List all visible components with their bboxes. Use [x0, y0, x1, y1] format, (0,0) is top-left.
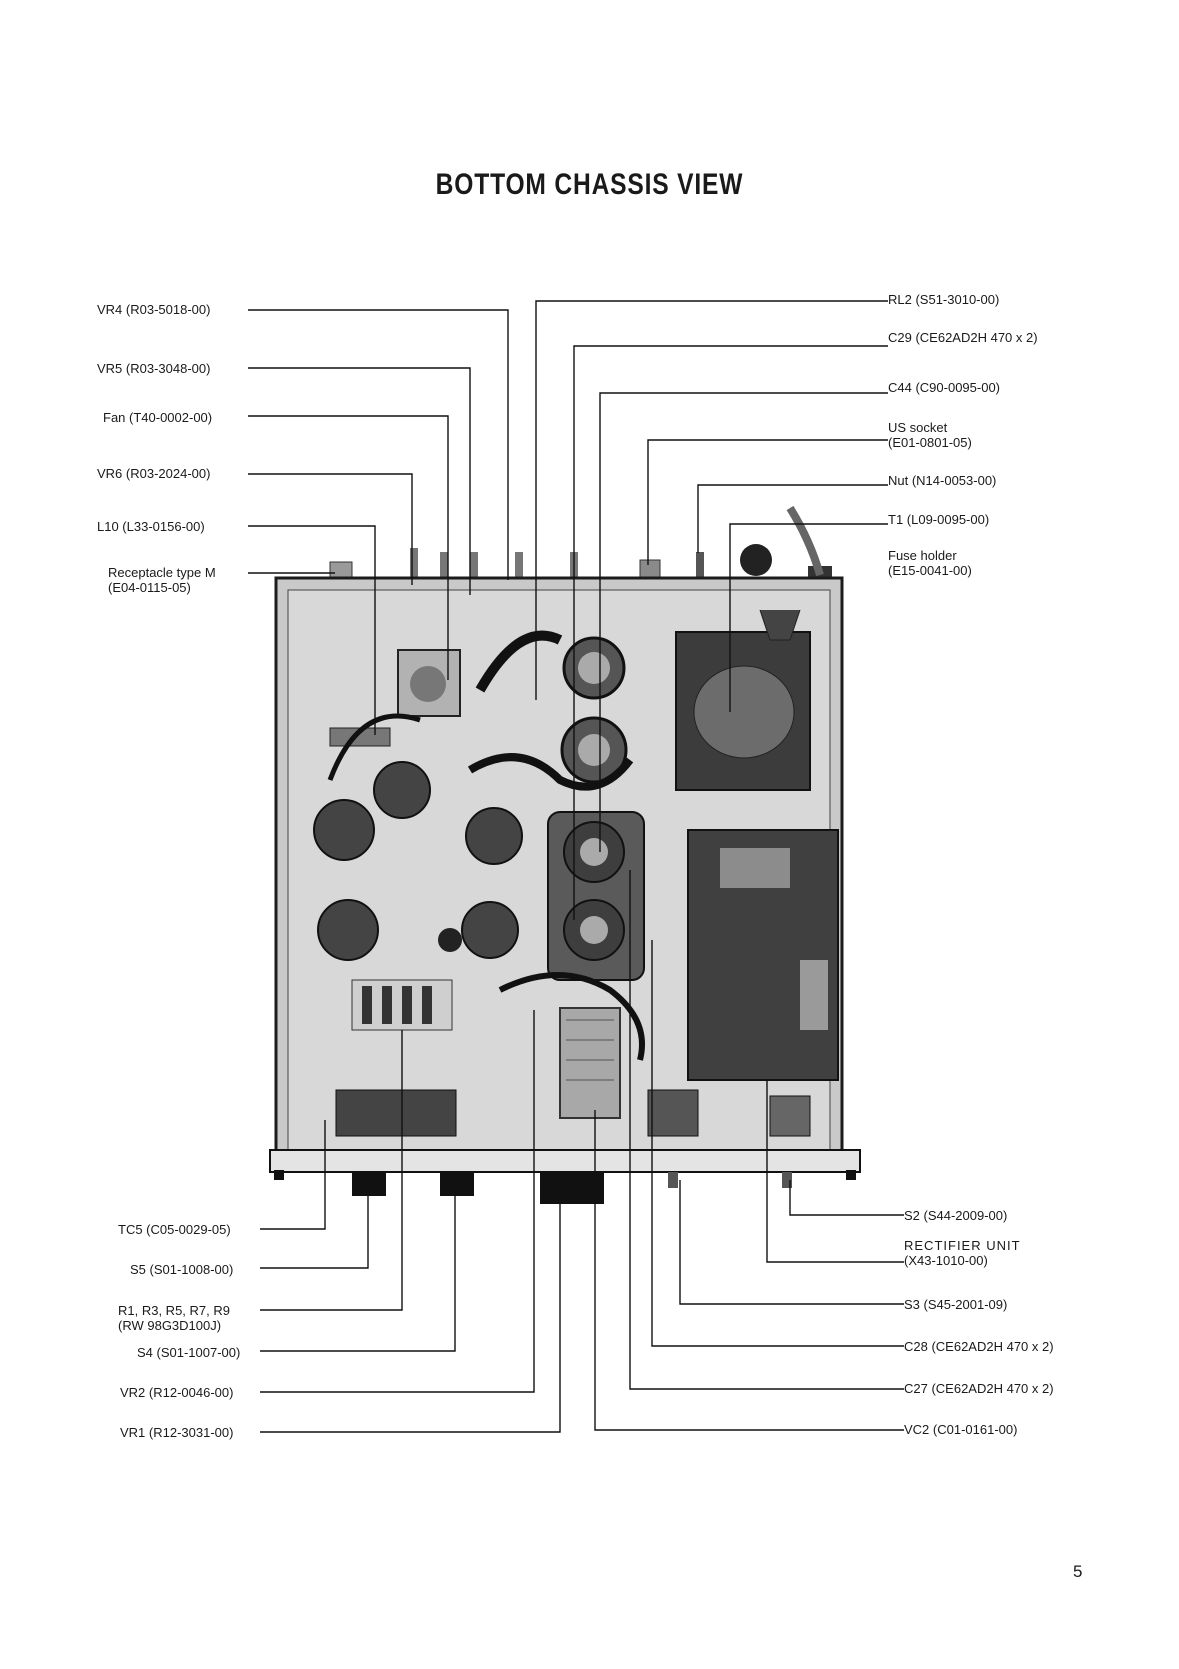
label-c44: C44 (C90-0095-00) [888, 380, 1001, 395]
leader-s2 [789, 1180, 904, 1216]
leader-us-socket [647, 439, 888, 565]
leader-vr2 [260, 1010, 535, 1393]
label-receptacle: Receptacle type M (E04-0115-05) [108, 565, 216, 595]
leader-vr5 [248, 367, 471, 595]
leader-s3 [679, 1180, 904, 1305]
label-vr6: VR6 (R03-2024-00) [97, 466, 211, 481]
label-c29: C29 (CE62AD2H 470 x 2) [888, 330, 1038, 345]
label-us-socket: US socket (E01-0801-05) [888, 420, 972, 450]
label-s2: S2 (S44-2009-00) [904, 1208, 1008, 1223]
label-r-group-line1: R1, R3, R5, R7, R9 [118, 1303, 230, 1318]
leader-lines [248, 300, 904, 1433]
label-t1: T1 (L09-0095-00) [888, 512, 990, 527]
label-l10: L10 (L33-0156-00) [97, 519, 205, 534]
leader-c29 [573, 345, 888, 920]
label-receptacle-line2: (E04-0115-05) [108, 580, 191, 595]
leader-s4 [260, 1190, 456, 1352]
leader-t1 [729, 523, 888, 712]
leader-vr6 [248, 473, 413, 585]
leader-rectifier [766, 1080, 904, 1263]
label-receptacle-line1: Receptacle type M [108, 565, 216, 580]
label-vc2: VC2 (C01-0161-00) [904, 1422, 1018, 1437]
label-fuse-holder-line1: Fuse holder [888, 548, 957, 563]
leader-rl2 [535, 300, 888, 700]
leader-tc5 [260, 1120, 326, 1230]
label-rectifier-line1: RECTIFIER UNIT [904, 1238, 1021, 1253]
label-s4: S4 (S01-1007-00) [137, 1345, 241, 1360]
label-us-socket-line2: (E01-0801-05) [888, 435, 972, 450]
leader-s5 [260, 1190, 369, 1269]
leader-l10 [248, 525, 376, 735]
label-r-group-line2: (RW 98G3D100J) [118, 1318, 222, 1333]
label-fan: Fan (T40-0002-00) [103, 410, 213, 425]
label-r-group: R1, R3, R5, R7, R9 (RW 98G3D100J) [118, 1303, 230, 1333]
chassis-photo [269, 505, 861, 1204]
leader-vc2 [594, 1110, 904, 1431]
label-vr1: VR1 (R12-3031-00) [120, 1425, 234, 1440]
leader-nut [697, 484, 888, 553]
page-number: 5 [1073, 1562, 1083, 1581]
leader-r-group [260, 1030, 403, 1311]
label-rectifier: RECTIFIER UNIT (X43-1010-00) [904, 1238, 1021, 1268]
label-rl2: RL2 (S51-3010-00) [888, 292, 1000, 307]
label-vr2: VR2 (R12-0046-00) [120, 1385, 234, 1400]
label-s3: S3 (S45-2001-09) [904, 1297, 1008, 1312]
label-tc5: TC5 (C05-0029-05) [118, 1222, 231, 1237]
label-vr5: VR5 (R03-3048-00) [97, 361, 211, 376]
label-rectifier-line2: (X43-1010-00) [904, 1253, 988, 1268]
label-c28: C28 (CE62AD2H 470 x 2) [904, 1339, 1054, 1354]
label-fuse-holder: Fuse holder (E15-0041-00) [888, 548, 972, 578]
label-nut: Nut (N14-0053-00) [888, 473, 997, 488]
leader-vr4 [248, 309, 509, 580]
leader-c27 [629, 870, 904, 1390]
label-fuse-holder-line2: (E15-0041-00) [888, 563, 972, 578]
leader-fan [248, 415, 449, 680]
label-us-socket-line1: US socket [888, 420, 948, 435]
leader-c44 [599, 392, 888, 852]
page-title: BOTTOM CHASSIS VIEW [435, 168, 744, 201]
leader-c28 [651, 940, 904, 1347]
label-s5: S5 (S01-1008-00) [130, 1262, 234, 1277]
label-c27: C27 (CE62AD2H 470 x 2) [904, 1381, 1054, 1396]
leader-vr1 [260, 1200, 561, 1433]
label-vr4: VR4 (R03-5018-00) [97, 302, 211, 317]
